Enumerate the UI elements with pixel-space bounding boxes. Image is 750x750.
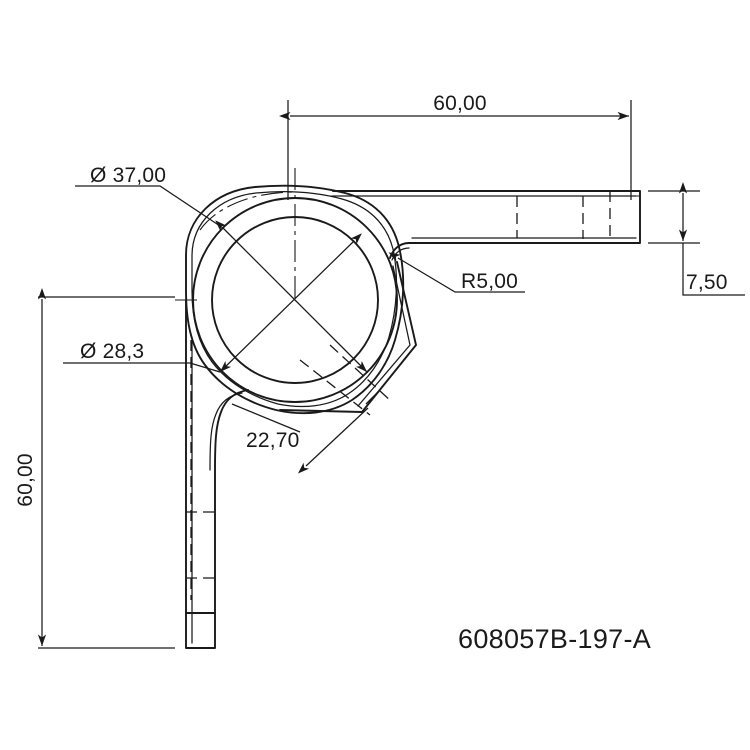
dimension-fillet-radius: R5,00: [388, 252, 525, 293]
lower-right-flank: [279, 261, 417, 413]
dimension-bore-outer-label: Ø 37,00: [90, 164, 166, 187]
dimension-fillet-radius-label: R5,00: [461, 270, 518, 293]
dimension-left-height: 60,00: [14, 288, 175, 649]
dimension-arm-thickness-label: 7,50: [686, 271, 728, 294]
dimension-left-height-label: 60,00: [14, 453, 37, 507]
dimension-angled-label: 22,70: [246, 429, 300, 452]
dimension-bore-inner-label: Ø 28,3: [80, 340, 144, 363]
part-number-label: 608057B-197-A: [458, 624, 651, 654]
lower-left-leg: [185, 299, 249, 649]
dimension-top-length: 60,00: [279, 92, 632, 200]
part-geometry: [185, 184, 641, 649]
dimension-bore-inner: Ø 28,3: [63, 233, 362, 373]
hub-boss-outline: [185, 184, 405, 415]
dimension-arm-thickness: 7,50: [648, 182, 745, 296]
hidden-lines: [186, 191, 611, 600]
dimension-angled: 22,70: [231, 391, 379, 474]
upper-right-arm: [332, 190, 641, 261]
dimension-top-length-label: 60,00: [433, 92, 487, 115]
